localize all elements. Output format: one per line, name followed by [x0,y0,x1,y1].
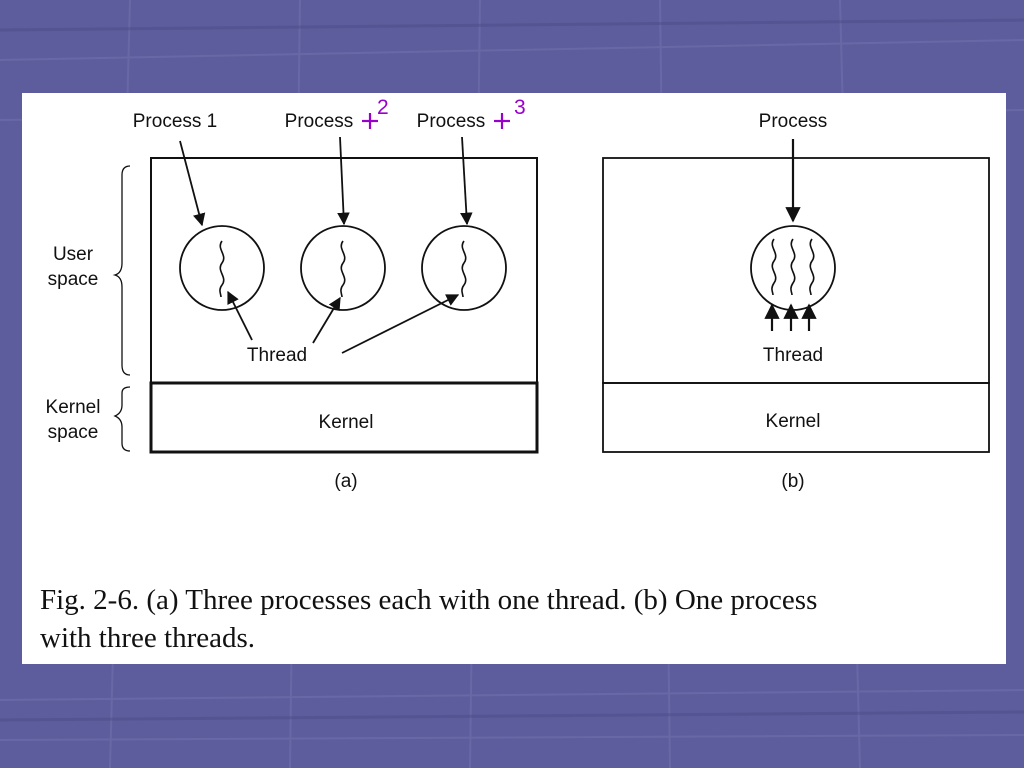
kernel-label-b: Kernel [766,411,821,432]
thread-arrow-2 [312,296,341,344]
process-circle-3 [421,225,507,311]
process-label-1: Process 1 [133,111,217,132]
diagram-a: User space Kernel space Process 1 Proces… [46,96,539,492]
edit-digit-3: 3 [514,96,526,119]
caption-line-2: with three threads. [40,622,256,654]
process-label-2: Process [285,111,354,132]
kernel-space-label-2: space [48,422,99,443]
thread-squiggle-2 [340,240,346,298]
thread-arrow-1 [227,290,253,341]
figure-panel: User space Kernel space Process 1 Proces… [22,93,1006,664]
process-arrow-3 [460,136,473,226]
thread-squiggle-b-3 [809,238,815,296]
sublabel-b: (b) [781,471,804,492]
kernel-box-b [602,382,990,453]
thread-label-b: Thread [763,345,823,366]
thread-squiggle-1 [219,240,225,298]
kernel-space-brace [113,386,131,452]
sublabel-a: (a) [334,471,357,492]
edit-mark-2: 2 [362,96,389,129]
process-circle-2 [300,225,386,311]
process-label-b: Process [759,111,828,132]
process-arrow-1 [179,140,206,227]
process-label-3: Process [417,111,486,132]
figure-caption: Fig. 2-6. (a) Three processes each with … [40,581,1000,657]
kernel-space-label-1: Kernel [46,397,101,418]
process-circle-b [750,225,836,311]
edit-mark-3: 3 [494,96,526,129]
edit-digit-2: 2 [377,96,389,119]
thread-squiggle-b-2 [790,238,796,296]
process-arrow-2 [337,136,350,226]
diagram-b: Process Thread Kernel (b) [602,111,990,492]
thread-arrow-3 [341,294,460,354]
user-space-label-1: User [53,244,94,265]
process-circle-1 [179,225,265,311]
threads-diagram: User space Kernel space Process 1 Proces… [46,96,990,492]
kernel-box-a [149,381,539,454]
thread-squiggle-3 [461,240,467,298]
user-space-brace [112,165,131,376]
caption-line-1: Fig. 2-6. (a) Three processes each with … [40,584,818,616]
thread-squiggle-b-1 [771,238,777,296]
user-space-box-a [150,157,538,384]
kernel-label-a: Kernel [319,412,374,433]
thread-label-a: Thread [247,345,307,366]
user-space-label-2: space [48,269,99,290]
